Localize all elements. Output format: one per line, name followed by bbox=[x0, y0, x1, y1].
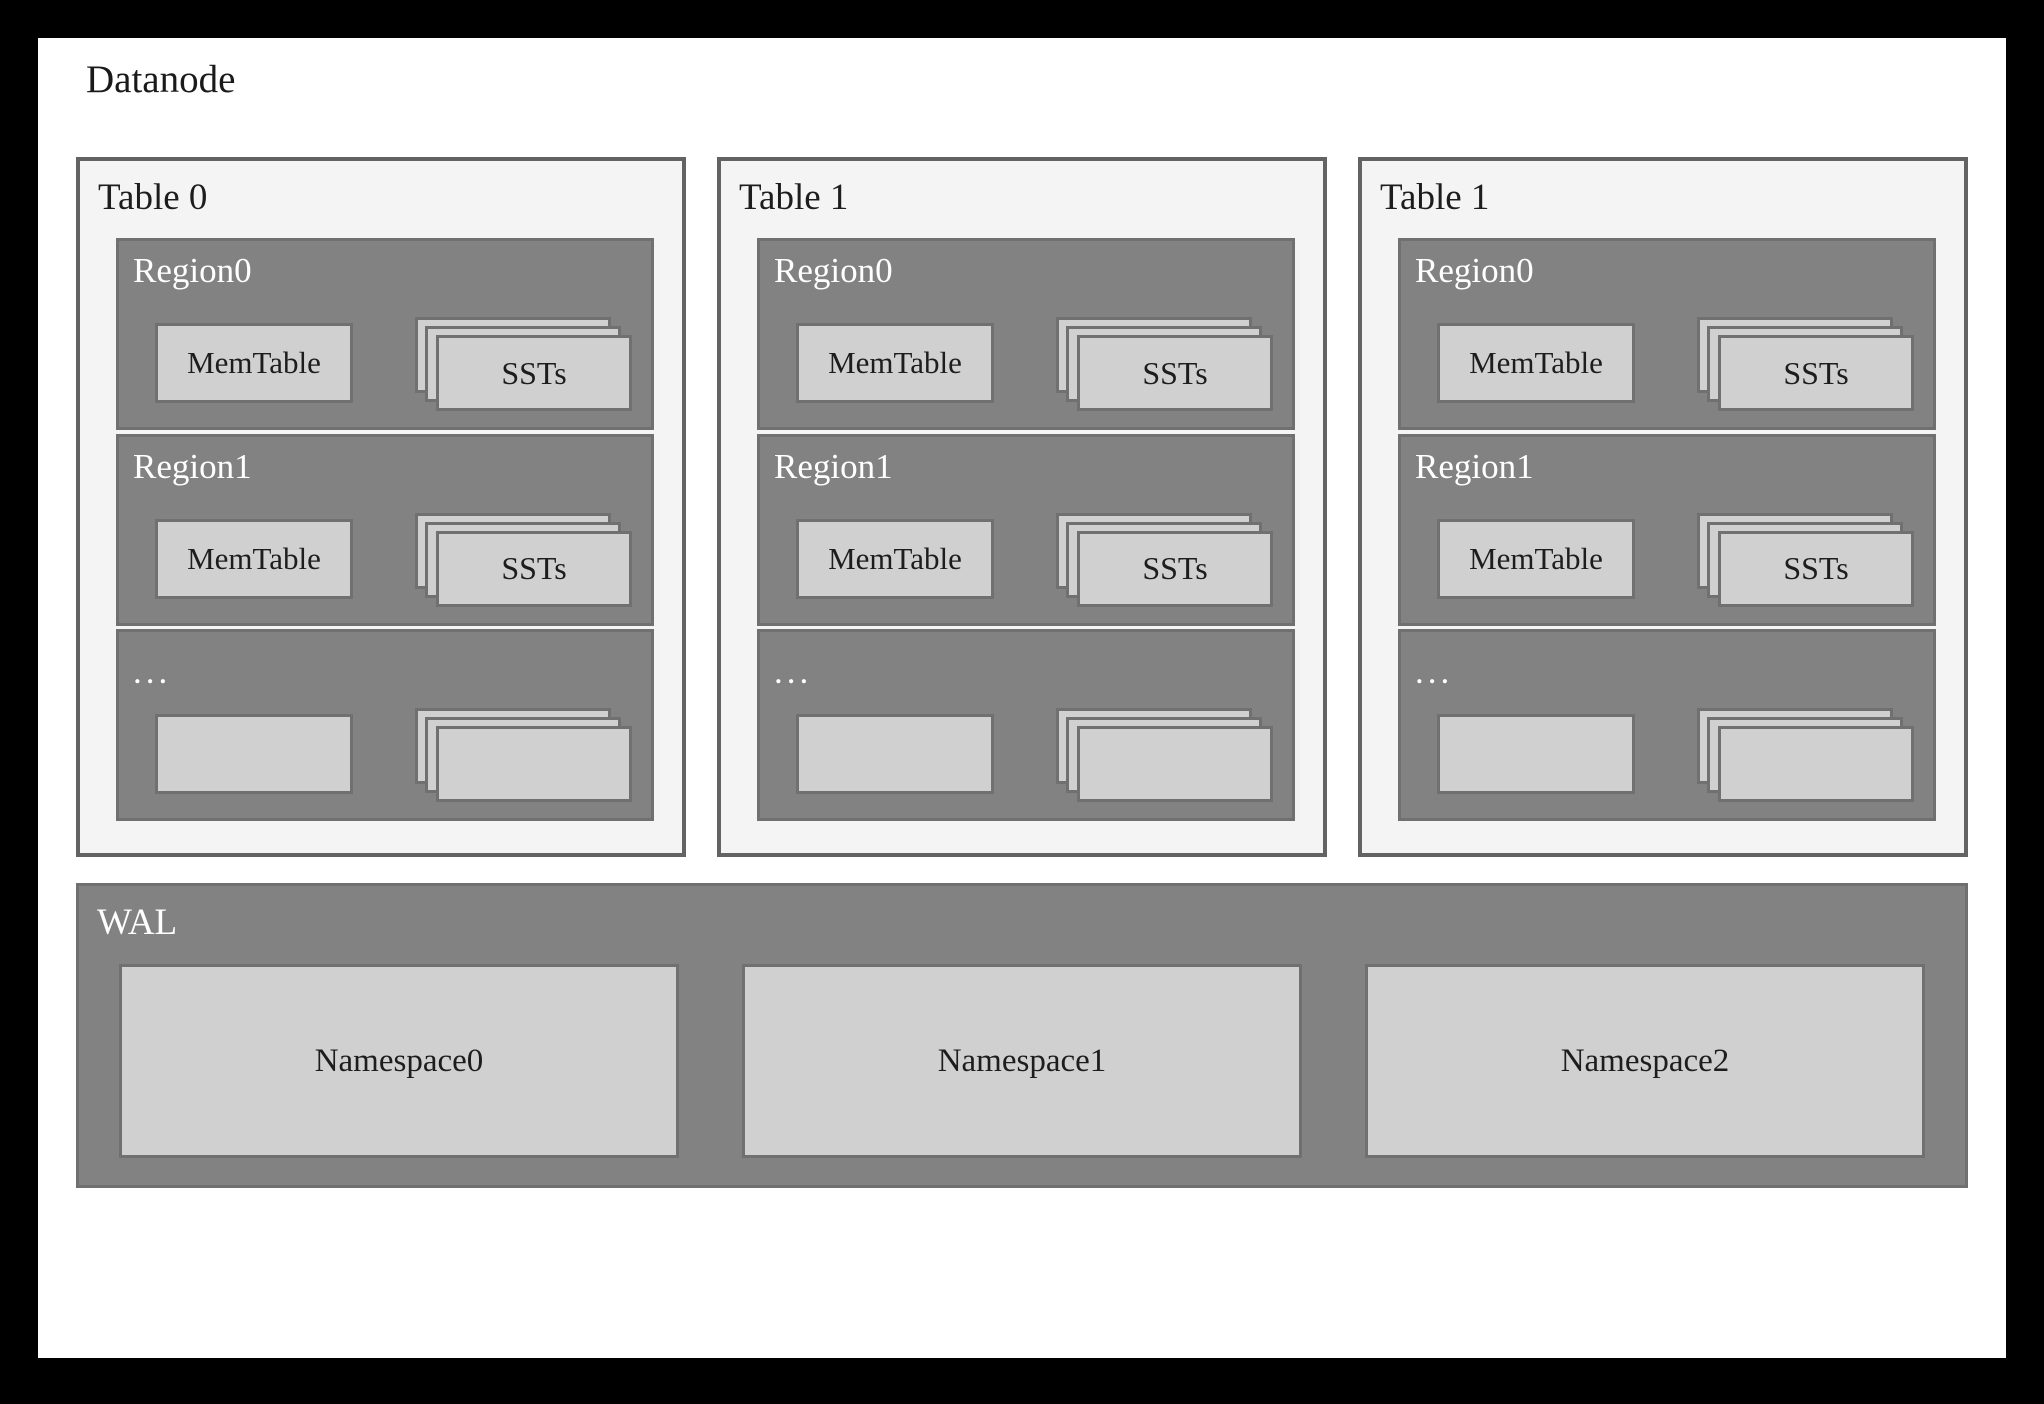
region-inner: MemTable SSTs bbox=[155, 512, 633, 607]
sst-layer-front bbox=[436, 726, 632, 802]
region-box-ellipsis[interactable]: ... bbox=[1398, 629, 1936, 821]
region-box-ellipsis[interactable]: ... bbox=[116, 629, 654, 821]
table-panel[interactable]: Table 1 Region0 MemTable SSTs Region1 bbox=[1358, 157, 1968, 857]
region-label: Region0 bbox=[1415, 251, 1534, 290]
sst-layer-front: SSTs bbox=[1718, 530, 1914, 607]
region-inner: MemTable SSTs bbox=[796, 512, 1274, 607]
namespace-box[interactable]: Namespace2 bbox=[1365, 964, 1925, 1158]
region-inner: MemTable SSTs bbox=[155, 317, 633, 411]
ssts-stack[interactable] bbox=[415, 708, 633, 804]
region-inner bbox=[155, 708, 633, 802]
region-inner bbox=[796, 708, 1274, 802]
memtable-box[interactable] bbox=[1437, 714, 1635, 794]
region-inner: MemTable SSTs bbox=[1437, 317, 1915, 411]
ellipsis-label: ... bbox=[774, 652, 813, 691]
region-box[interactable]: Region0 MemTable SSTs bbox=[1398, 238, 1936, 430]
region-inner: MemTable SSTs bbox=[1437, 512, 1915, 607]
memtable-box[interactable]: MemTable bbox=[155, 518, 353, 599]
ssts-stack[interactable]: SSTs bbox=[1697, 317, 1915, 413]
region-box[interactable]: Region0 MemTable SSTs bbox=[757, 238, 1295, 430]
sst-layer-front: SSTs bbox=[436, 335, 632, 411]
sst-layer-front: SSTs bbox=[1077, 335, 1273, 411]
wal-label: WAL bbox=[97, 902, 178, 943]
region-label: Region1 bbox=[774, 446, 893, 486]
region-label: Region1 bbox=[1415, 446, 1534, 486]
regions-wrap: Region0 MemTable SSTs Region1 MemTable bbox=[116, 238, 654, 821]
memtable-box[interactable] bbox=[155, 714, 353, 794]
namespace-box[interactable]: Namespace0 bbox=[119, 964, 679, 1158]
memtable-box[interactable]: MemTable bbox=[796, 323, 994, 403]
ssts-stack[interactable]: SSTs bbox=[1697, 512, 1915, 609]
region-label: Region0 bbox=[133, 251, 252, 290]
memtable-box[interactable]: MemTable bbox=[155, 323, 353, 403]
table-label: Table 1 bbox=[739, 177, 849, 218]
memtable-box[interactable] bbox=[796, 714, 994, 794]
sst-layer-front bbox=[1077, 726, 1273, 802]
page-title: Datanode bbox=[86, 58, 236, 101]
table-panel[interactable]: Table 1 Region0 MemTable SSTs Region1 bbox=[717, 157, 1327, 857]
memtable-box[interactable]: MemTable bbox=[1437, 323, 1635, 403]
table-panel[interactable]: Table 0 Region0 MemTable SSTs Region1 bbox=[76, 157, 686, 857]
ssts-stack[interactable]: SSTs bbox=[415, 512, 633, 609]
namespace-box[interactable]: Namespace1 bbox=[742, 964, 1302, 1158]
ssts-stack[interactable]: SSTs bbox=[1056, 317, 1274, 413]
regions-wrap: Region0 MemTable SSTs Region1 MemTable bbox=[757, 238, 1295, 821]
regions-wrap: Region0 MemTable SSTs Region1 MemTable bbox=[1398, 238, 1936, 821]
ellipsis-label: ... bbox=[133, 652, 172, 691]
wal-bar[interactable]: WAL Namespace0 Namespace1 Namespace2 bbox=[76, 883, 1968, 1188]
memtable-box[interactable]: MemTable bbox=[796, 518, 994, 599]
region-inner bbox=[1437, 708, 1915, 802]
region-inner: MemTable SSTs bbox=[796, 317, 1274, 411]
region-box-ellipsis[interactable]: ... bbox=[757, 629, 1295, 821]
ssts-stack[interactable]: SSTs bbox=[415, 317, 633, 413]
region-label: Region1 bbox=[133, 446, 252, 486]
sst-layer-front: SSTs bbox=[436, 530, 632, 607]
table-label: Table 1 bbox=[1380, 177, 1490, 218]
region-box[interactable]: Region1 MemTable SSTs bbox=[116, 433, 654, 626]
region-box[interactable]: Region1 MemTable SSTs bbox=[757, 433, 1295, 626]
datanode-canvas: Datanode Table 0 Region0 MemTable SSTs bbox=[38, 38, 2006, 1358]
region-box[interactable]: Region1 MemTable SSTs bbox=[1398, 433, 1936, 626]
ssts-stack[interactable] bbox=[1056, 708, 1274, 804]
region-box[interactable]: Region0 MemTable SSTs bbox=[116, 238, 654, 430]
sst-layer-front bbox=[1718, 726, 1914, 802]
memtable-box[interactable]: MemTable bbox=[1437, 518, 1635, 599]
ellipsis-label: ... bbox=[1415, 652, 1454, 691]
tables-row: Table 0 Region0 MemTable SSTs Region1 bbox=[76, 157, 1968, 857]
namespaces-row: Namespace0 Namespace1 Namespace2 bbox=[119, 964, 1925, 1158]
ssts-stack[interactable] bbox=[1697, 708, 1915, 804]
sst-layer-front: SSTs bbox=[1718, 335, 1914, 411]
table-label: Table 0 bbox=[98, 177, 208, 218]
region-label: Region0 bbox=[774, 251, 893, 290]
ssts-stack[interactable]: SSTs bbox=[1056, 512, 1274, 609]
sst-layer-front: SSTs bbox=[1077, 530, 1273, 607]
